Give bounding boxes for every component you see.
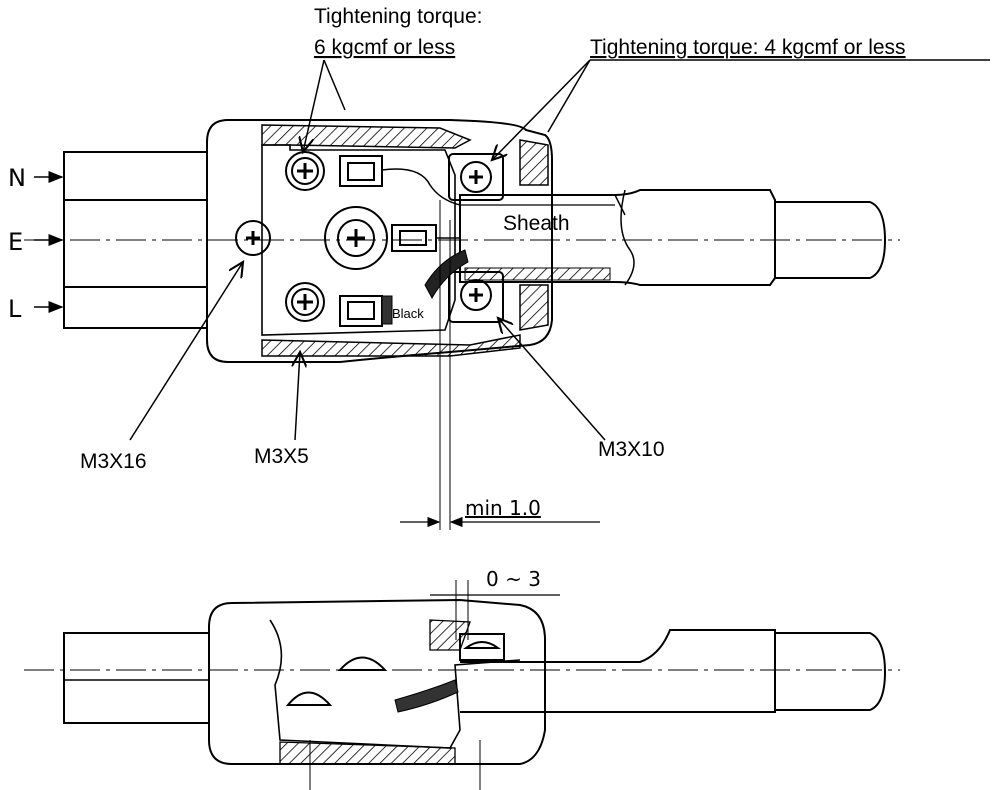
- dim-min-label: min 1.0: [465, 496, 541, 520]
- screw-m3x16-label: M3X16: [80, 450, 147, 473]
- leader-m3x5: [295, 352, 300, 441]
- leader-torque-left-1: [303, 59, 325, 152]
- terminal-e: [391, 224, 437, 252]
- outer-cable: [775, 201, 887, 279]
- pin-l-label: L: [8, 295, 22, 323]
- wire-black-end: [381, 295, 393, 325]
- screw-clamp-bottom: [448, 271, 504, 323]
- side-hatch-2: [429, 619, 471, 651]
- wire-black: [424, 249, 469, 300]
- side-hatch: [279, 741, 456, 765]
- side-cable: [460, 629, 776, 713]
- side-cutaway: [269, 619, 521, 749]
- sheath-label: Sheath: [503, 212, 570, 235]
- sheath-break-top: [614, 194, 626, 216]
- top-view: [24, 59, 990, 530]
- leader-torque-right-1: [492, 59, 591, 160]
- side-housing: [208, 598, 546, 765]
- side-cable-outer: [775, 632, 887, 711]
- leader-m3x10: [498, 318, 606, 441]
- screw-e-left: [235, 220, 271, 256]
- screw-e-center: [324, 206, 388, 270]
- pin-e-label: E: [8, 228, 23, 256]
- leader-torque-left-2: [323, 59, 346, 111]
- screw-clamp-top: [448, 153, 504, 201]
- inner-cavity: [261, 144, 456, 336]
- terminal-n-inner: [347, 162, 375, 181]
- wire-n: [381, 168, 461, 206]
- torque-right-label: Tightening torque: 4 kgcmf or less: [590, 36, 906, 59]
- black-wire-label: Black: [392, 306, 424, 321]
- sheath-break: [620, 189, 635, 286]
- leader-torque-right-2: [547, 59, 591, 133]
- dim-range-label: 0 ~ 3: [486, 567, 541, 591]
- screw-n: [285, 151, 325, 191]
- bottom-wall-hatch: [261, 334, 521, 357]
- screw-m3x5-label: M3X5: [254, 445, 309, 468]
- side-clamp-screw-head: [462, 641, 502, 649]
- side-wire: [394, 679, 459, 713]
- screw-m3x10-label: M3X10: [598, 438, 665, 461]
- side-screw-top: [337, 656, 388, 671]
- terminal-e-inner: [399, 230, 427, 246]
- clamp-hatch-bottom: [519, 284, 549, 331]
- terminal-l: [339, 295, 383, 327]
- pin-n-label: N: [8, 164, 26, 192]
- clamp-hatch-top: [519, 139, 549, 186]
- torque-left-label-1: Tightening torque:: [314, 5, 483, 28]
- screw-l: [285, 282, 325, 322]
- side-screw-bottom: [285, 691, 333, 706]
- top-wall-hatch: [261, 124, 472, 149]
- terminal-n: [339, 155, 383, 187]
- side-view: [24, 580, 900, 790]
- terminal-l-inner: [347, 301, 375, 320]
- sheath-inner-hatch: [464, 267, 611, 281]
- side-pin-block: [63, 632, 210, 724]
- torque-left-label-2: 6 kgcmf or less: [314, 36, 455, 59]
- leader-m3x16: [129, 262, 243, 441]
